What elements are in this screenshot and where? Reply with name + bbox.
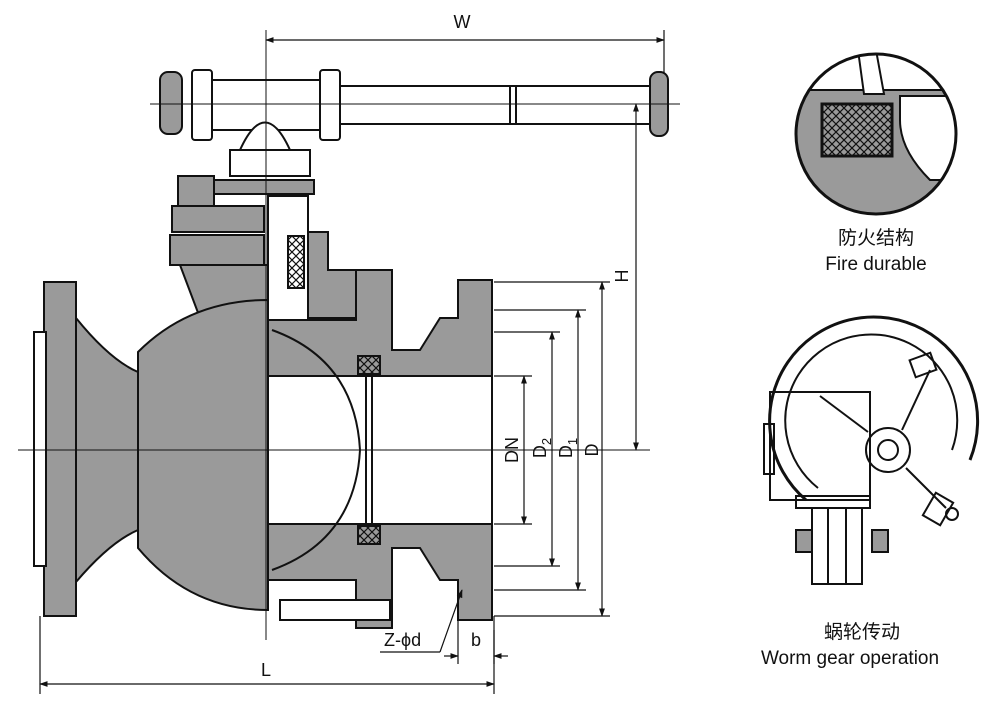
valve-body-section — [267, 269, 493, 629]
fire-safe-caption-en: Fire durable — [825, 254, 926, 275]
dim-label-d1: D1 — [556, 438, 580, 458]
fire-safe-detail — [794, 52, 958, 216]
left-flange — [33, 281, 139, 617]
bonnet — [169, 175, 357, 327]
worm-gear-caption-en: Worm gear operation — [761, 648, 939, 669]
fire-safe-caption-cn: 防火结构 — [838, 227, 914, 249]
worm-gear-detail — [763, 315, 980, 585]
dim-label-b: b — [471, 630, 481, 650]
dim-label-dn: DN — [502, 437, 522, 463]
dim-label-d2: D2 — [530, 438, 554, 458]
dim-label-l: L — [261, 660, 271, 680]
worm-gear-caption-cn: 蜗轮传动 — [824, 621, 900, 643]
dim-label-bolt-holes: Z-ϕd — [384, 630, 421, 650]
handle-lever — [159, 69, 669, 177]
dimension-lines — [39, 30, 665, 694]
dim-label-w: W — [454, 12, 471, 32]
valve-body-left — [137, 298, 269, 612]
dim-label-d: D — [582, 444, 602, 457]
dim-label-h: H — [612, 270, 632, 283]
